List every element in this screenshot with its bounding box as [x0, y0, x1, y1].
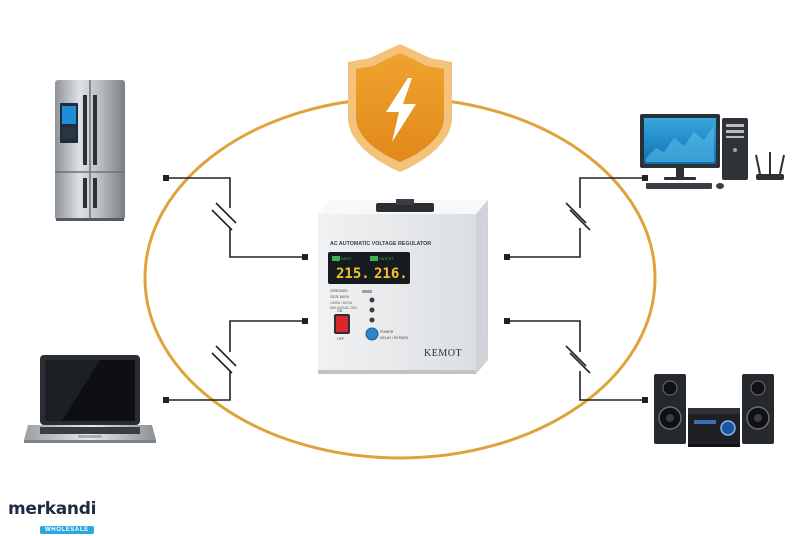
regulator-switch-on: ON [337, 309, 343, 313]
regulator-title: AC AUTOMATIC VOLTAGE REGULATOR [330, 241, 431, 247]
regulator-model-line1: GRE5400 [330, 288, 348, 293]
desktop-computer-icon [640, 114, 748, 189]
regulator-model-line4: SINUSOIDAL 230V [330, 306, 358, 310]
terminal-stereo-b [642, 397, 648, 403]
regulator-switch-off: OFF [337, 337, 344, 341]
terminal-stereo-a [504, 318, 510, 324]
shield-lightning-icon [348, 44, 452, 172]
regulator-model-line3: 1000W / 500VA [330, 301, 353, 305]
laptop-icon [24, 355, 156, 443]
terminal-desktop-b [504, 254, 510, 260]
regulator-input-voltage: 215. [336, 266, 370, 282]
regulator-output-tag: OUTPUT [379, 257, 394, 261]
refrigerator-icon [55, 80, 125, 221]
wifi-router-icon [755, 152, 785, 180]
wire-stereo [507, 320, 645, 401]
regulator-indicator-2: DELAY / BYPASS [380, 336, 408, 340]
regulator-input-tag: INPUT [341, 257, 352, 261]
terminal-desktop-a [642, 175, 648, 181]
regulator-output-voltage: 216. [374, 266, 408, 282]
merkandi-logo: merkandi WHOLESALE [8, 500, 118, 536]
terminal-refrigerator-a [163, 175, 169, 181]
stereo-system-icon [654, 374, 774, 447]
brand-name: merkandi [8, 499, 97, 519]
regulator-model-line2: SCR-500V [330, 294, 349, 299]
terminal-refrigerator-b [302, 254, 308, 260]
regulator-indicator-1: POWER [380, 330, 394, 334]
terminal-laptop-b [163, 397, 169, 403]
regulator-logo: KEMOT [424, 348, 462, 359]
wire-laptop [166, 320, 305, 401]
terminal-laptop-a [302, 318, 308, 324]
voltage-regulator-icon [318, 199, 488, 374]
brand-badge: WHOLESALE [40, 526, 94, 534]
wire-desktop [507, 177, 645, 258]
wire-refrigerator [166, 177, 305, 258]
